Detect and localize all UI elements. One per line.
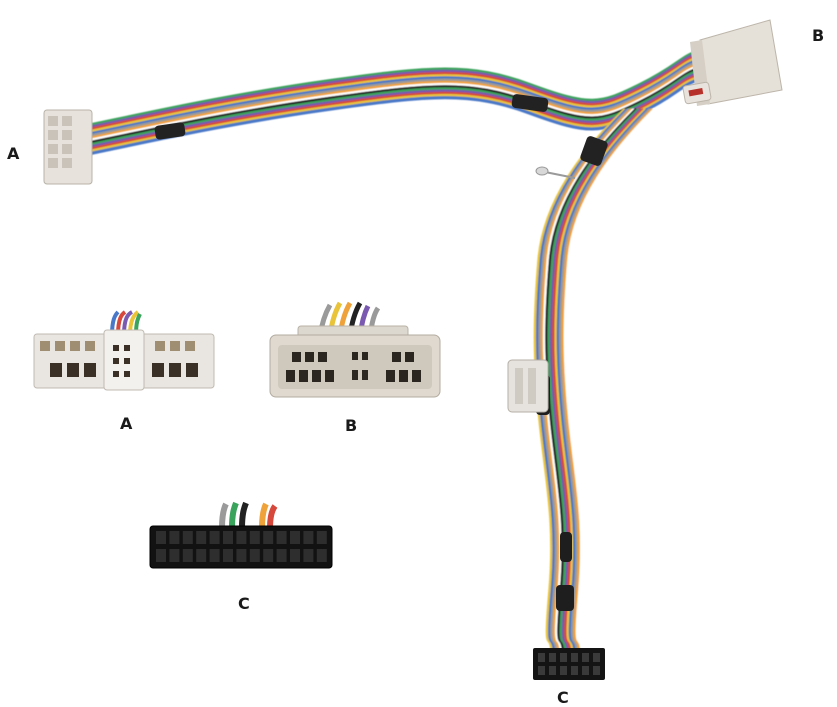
connector-pin [169, 531, 180, 544]
wire [90, 66, 702, 144]
wire [549, 108, 642, 652]
connector-c-harness [533, 648, 605, 680]
label-a-harness: A [7, 144, 20, 163]
connector-b-harness [682, 19, 783, 106]
label-b-harness: B [812, 26, 825, 45]
connector-c-detail [150, 501, 332, 568]
connector-pin [316, 549, 327, 562]
wire [90, 62, 702, 140]
connector-pin [169, 549, 180, 562]
connector-b-detail [269, 301, 441, 398]
wire [554, 108, 647, 652]
connector-pin [290, 531, 300, 544]
wire [556, 108, 649, 652]
connector-pin [236, 531, 247, 544]
connector-pin [263, 531, 274, 544]
connector-a-harness [43, 109, 93, 185]
connector-pin [182, 531, 193, 544]
connector-pin [156, 531, 166, 544]
connector-pin [209, 531, 220, 544]
wire [90, 60, 702, 138]
connector-pin [276, 531, 287, 544]
label-a-detail: A [120, 414, 133, 433]
wire [558, 108, 651, 652]
connector-pin [209, 549, 220, 562]
wire [540, 108, 633, 652]
ground-lug [535, 166, 576, 179]
wire [90, 53, 702, 131]
label-c-detail: C [238, 594, 250, 613]
connector-a-detail [33, 310, 215, 391]
connector-pin [196, 531, 207, 544]
wire [547, 108, 640, 652]
connector-pin [249, 531, 260, 544]
connector-pin [276, 549, 287, 562]
connector-pin [290, 549, 300, 562]
label-c-harness: C [557, 688, 569, 707]
wire [563, 108, 656, 652]
connector-pin [303, 549, 314, 562]
connector-pin [196, 549, 207, 562]
wire [90, 64, 702, 142]
wire [542, 108, 635, 652]
connector-pin [182, 549, 193, 562]
connector-pin [263, 549, 274, 562]
wire [561, 108, 654, 652]
wire [533, 108, 626, 652]
wire-bundle-vertical [533, 108, 656, 652]
connector-pin [223, 549, 233, 562]
wire [90, 73, 702, 151]
connector-pin [223, 531, 233, 544]
connector-pin [249, 549, 260, 562]
wire [552, 108, 644, 652]
connector-pin [236, 549, 247, 562]
wire [90, 49, 702, 127]
wire [538, 108, 631, 652]
connector-pin [316, 531, 327, 544]
wire [90, 68, 702, 146]
label-b-detail: B [345, 416, 358, 435]
connector-c-detail-edge [149, 525, 333, 569]
wire [90, 71, 702, 149]
connector-pin [303, 531, 314, 544]
connector-pin [156, 549, 166, 562]
wire [90, 57, 702, 135]
wire [535, 108, 628, 652]
wire [545, 108, 637, 652]
wire [90, 55, 702, 133]
inline-plug [507, 359, 549, 413]
wire [90, 51, 702, 129]
